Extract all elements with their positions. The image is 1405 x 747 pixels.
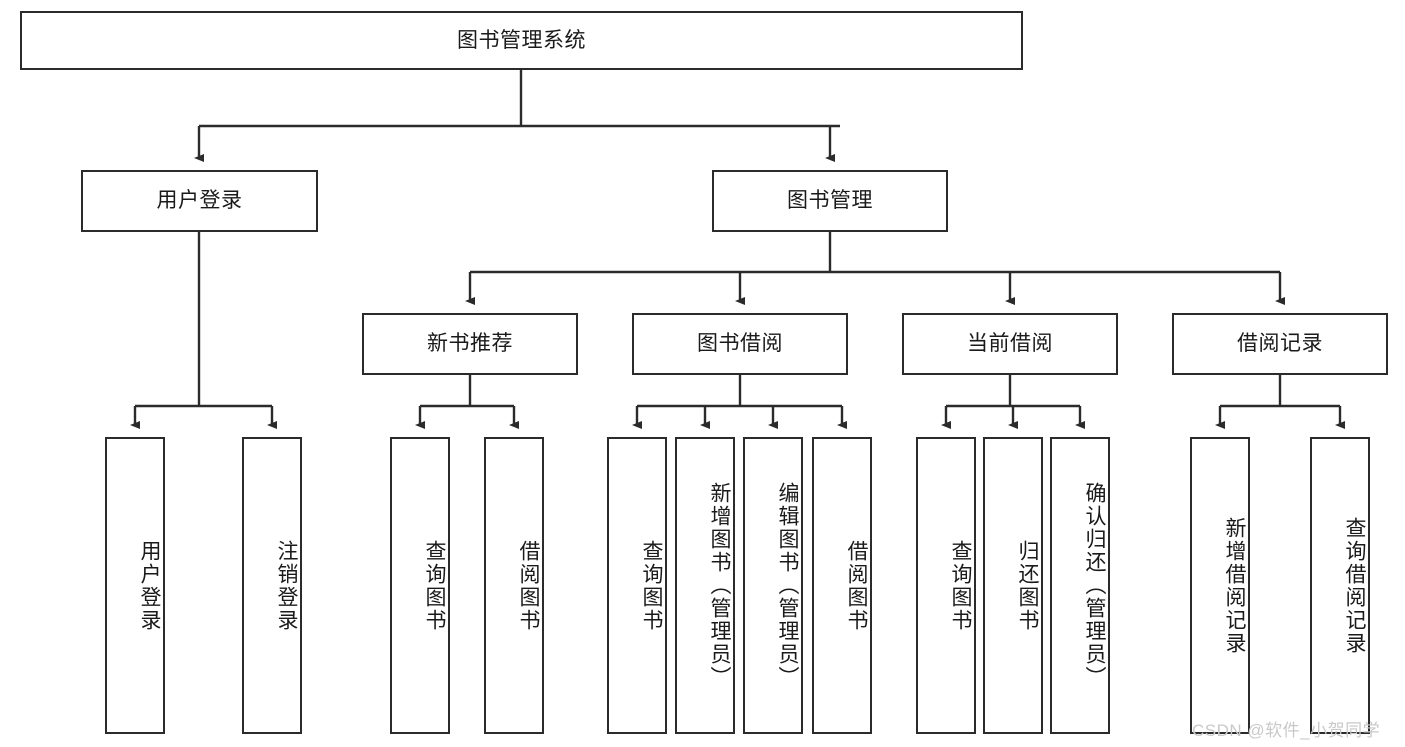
- node-leaf-query-book-2[interactable]: 查询图书: [607, 437, 667, 734]
- node-leaf-add-book[interactable]: 新增图书（管理员）: [675, 437, 735, 734]
- node-leaf-confirm-return[interactable]: 确认归还（管理员）: [1050, 437, 1110, 734]
- node-leaf-logout[interactable]: 注销登录: [242, 437, 302, 734]
- node-leaf-edit-book[interactable]: 编辑图书（管理员）: [743, 437, 803, 734]
- watermark-text: CSDN @软件_小贺同学: [1192, 721, 1381, 740]
- node-leaf-borrow-book-1[interactable]: 借阅图书: [484, 437, 544, 734]
- node-leaf-borrow-book-2[interactable]: 借阅图书: [812, 437, 872, 734]
- node-book-borrow[interactable]: 图书借阅: [632, 313, 848, 375]
- node-user-login[interactable]: 用户登录: [81, 170, 318, 232]
- node-new-book-recommend[interactable]: 新书推荐: [362, 313, 578, 375]
- node-book-manage[interactable]: 图书管理: [712, 170, 948, 232]
- node-borrow-record[interactable]: 借阅记录: [1172, 313, 1388, 375]
- node-leaf-return-book[interactable]: 归还图书: [983, 437, 1043, 734]
- node-leaf-query-book-1[interactable]: 查询图书: [390, 437, 450, 734]
- node-root[interactable]: 图书管理系统: [20, 11, 1023, 70]
- node-leaf-add-record[interactable]: 新增借阅记录: [1190, 437, 1250, 734]
- node-leaf-query-record[interactable]: 查询借阅记录: [1310, 437, 1370, 734]
- edges-root: [130, 70, 1345, 429]
- node-leaf-query-book-3[interactable]: 查询图书: [916, 437, 976, 734]
- node-leaf-user-login[interactable]: 用户登录: [105, 437, 165, 734]
- node-current-borrow[interactable]: 当前借阅: [902, 313, 1118, 375]
